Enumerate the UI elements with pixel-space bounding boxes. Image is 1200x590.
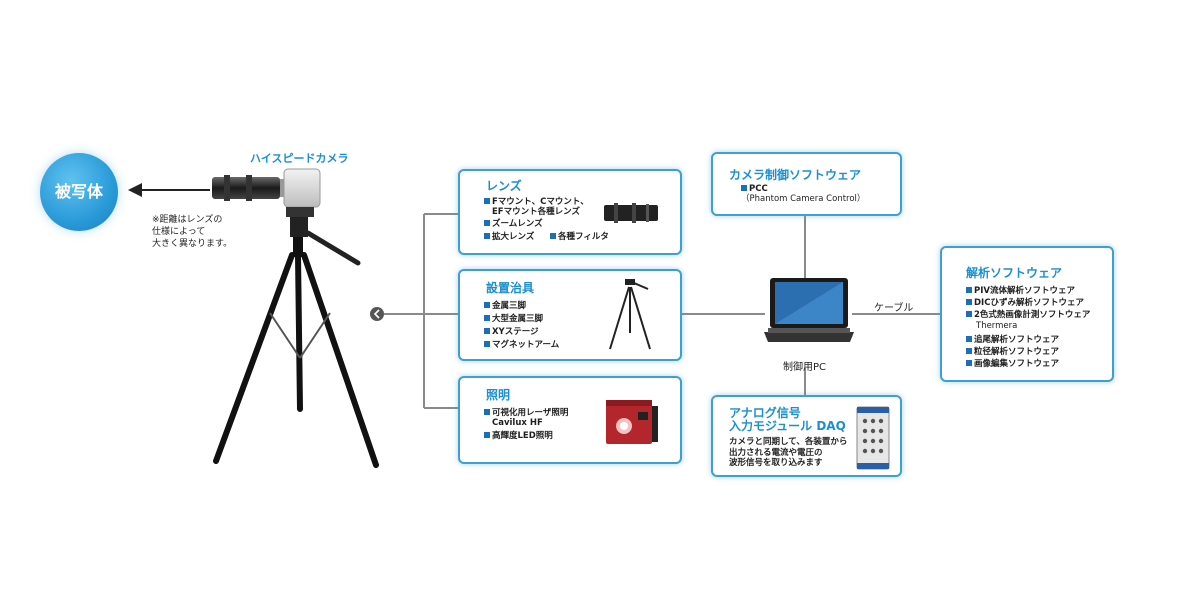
camera-software-title: カメラ制御ソフトウェア [729, 168, 862, 182]
lens-item: 拡大レンズ [484, 232, 534, 242]
daq-title: アナログ信号 入力モジュール DAQ [729, 407, 846, 433]
bullet-icon [484, 220, 490, 226]
laser-light-icon [606, 400, 658, 444]
bullet-icon [484, 409, 490, 415]
analysis-item: 粒径解析ソフトウェア [966, 347, 1059, 357]
daq-desc-line: 出力される電流や電圧の [729, 447, 823, 458]
lighting-box-title: 照明 [486, 388, 511, 402]
analysis-item: 2色式熱画像計測ソフトウェア [966, 310, 1090, 320]
pc-label: 制御用PC [783, 362, 827, 373]
lens-box: レンズ Fマウント、Cマウント、 EFマウント各種レンズ ズームレンズ 拡大レン… [458, 169, 682, 255]
bullet-icon [484, 198, 490, 204]
camera-label: ハイスピードカメラ [250, 152, 349, 165]
analysis-item: DICひずみ解析ソフトウェア [966, 298, 1084, 308]
daq-title-line: アナログ信号 [729, 406, 801, 420]
lens-item: ズームレンズ [484, 219, 543, 229]
lens-icon [604, 203, 658, 223]
analysis-item: 追尾解析ソフトウェア [966, 335, 1059, 345]
daq-desc-line: カメラと同期して、各装置から [729, 437, 848, 447]
bullet-icon [484, 302, 490, 308]
camera-software-box: カメラ制御ソフトウェア PCC （Phantom Camera Control） [711, 152, 902, 216]
analysis-software-title: 解析ソフトウェア [966, 266, 1063, 280]
mount-item: XYステージ [484, 327, 539, 337]
note-line: 仕様によって [152, 227, 206, 237]
analysis-item: 画像編集ソフトウェア [966, 359, 1059, 369]
subject-circle: 被写体 [40, 153, 118, 231]
bullet-icon [550, 233, 556, 239]
cable-label: ケーブル [874, 303, 914, 314]
lighting-item-cont: Cavilux HF [492, 418, 543, 428]
daq-module-icon [856, 406, 890, 470]
mount-box: 設置治具 金属三脚 大型金属三脚 XYステージ マグネットアーム [458, 269, 682, 361]
lens-item: 各種フィルタ [550, 232, 609, 242]
analysis-item-cont: Thermera [976, 321, 1018, 331]
bullet-icon [484, 233, 490, 239]
bullet-icon [484, 328, 490, 334]
lens-box-title: レンズ [486, 179, 522, 193]
note-line: 大きく異なります。 [152, 239, 233, 249]
bullet-icon [484, 315, 490, 321]
bullet-icon [966, 311, 972, 317]
mount-item: マグネットアーム [484, 340, 559, 350]
chevron-left-icon [370, 307, 384, 321]
daq-box: アナログ信号 入力モジュール DAQ カメラと同期して、各装置から 出力される電… [711, 395, 902, 477]
camera-tripod-icon [212, 168, 379, 468]
subject-label: 被写体 [54, 182, 103, 201]
lighting-item: 可視化用レーザ照明 [484, 408, 568, 418]
bullet-icon [484, 341, 490, 347]
distance-arrow [128, 183, 210, 197]
mount-box-title: 設置治具 [486, 281, 535, 295]
laptop-icon [764, 278, 854, 342]
daq-title-line: 入力モジュール DAQ [729, 419, 846, 433]
bullet-icon [966, 299, 972, 305]
tripod-icon [609, 279, 651, 350]
daq-desc-line: 波形信号を取り込みます [729, 458, 823, 468]
camera-software-item: PCC [741, 184, 768, 194]
lens-item-cont: EFマウント各種レンズ [492, 207, 580, 217]
lighting-item: 高輝度LED照明 [484, 431, 553, 441]
lens-item: Fマウント、Cマウント、 [484, 197, 589, 207]
note-line: ※距離はレンズの [152, 215, 223, 225]
bullet-icon [966, 360, 972, 366]
mount-item: 大型金属三脚 [484, 314, 543, 324]
mount-item: 金属三脚 [484, 301, 526, 311]
analysis-item: PIV流体解析ソフトウェア [966, 286, 1075, 296]
bullet-icon [484, 432, 490, 438]
daq-description: カメラと同期して、各装置から 出力される電流や電圧の 波形信号を取り込みます [729, 437, 847, 469]
analysis-software-box: 解析ソフトウェア PIV流体解析ソフトウェア DICひずみ解析ソフトウェア 2色… [940, 246, 1114, 382]
lighting-box: 照明 可視化用レーザ照明 Cavilux HF 高輝度LED照明 [458, 376, 682, 464]
bullet-icon [966, 287, 972, 293]
bullet-icon [966, 336, 972, 342]
bullet-icon [741, 185, 747, 191]
distance-note: ※距離はレンズの 仕様によって 大きく異なります。 [152, 214, 232, 250]
camera-software-item-cont: （Phantom Camera Control） [741, 194, 866, 204]
bullet-icon [966, 348, 972, 354]
